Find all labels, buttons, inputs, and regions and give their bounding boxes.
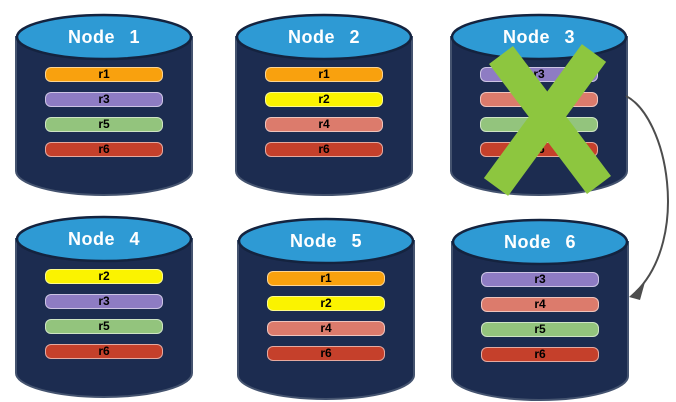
node-title: Node 3	[502, 27, 575, 47]
node-title: Node 1	[67, 27, 140, 47]
database-node-6: Node 6 r3 r4 r5 r6	[450, 215, 630, 401]
node-title: Node 6	[503, 232, 576, 252]
replica-bar: r4	[481, 297, 599, 312]
replica-bar: r2	[45, 269, 163, 284]
replica-label: r3	[533, 67, 545, 81]
replica-bar: r4	[480, 92, 598, 107]
replica-bar: r1	[267, 271, 385, 286]
replica-list: r3 r4 r5 r6	[480, 67, 598, 157]
replica-label: r5	[98, 319, 110, 333]
replica-bar: r1	[265, 67, 383, 82]
replica-label: r5	[534, 322, 546, 336]
node-title: Node 4	[67, 229, 140, 249]
replica-bar: r5	[45, 319, 163, 334]
failover-arrow-head	[629, 282, 645, 300]
replica-label: r3	[534, 272, 546, 286]
replica-bar: r6	[480, 142, 598, 157]
replica-bar: r3	[45, 92, 163, 107]
replica-label: r4	[534, 297, 546, 311]
replica-list: r1 r2 r4 r6	[267, 271, 385, 361]
replica-label: r2	[98, 269, 110, 283]
replica-label: r4	[533, 92, 545, 106]
replica-label: r6	[98, 142, 110, 156]
replica-bar: r6	[45, 142, 163, 157]
replica-list: r1 r3 r5 r6	[45, 67, 163, 157]
database-node-5: Node 5 r1 r2 r4 r6	[236, 214, 416, 400]
replica-bar: r2	[267, 296, 385, 311]
replica-bar: r4	[265, 117, 383, 132]
replica-bar: r3	[45, 294, 163, 309]
replica-bar: r4	[267, 321, 385, 336]
replica-bar: r6	[265, 142, 383, 157]
replica-label: r1	[320, 271, 332, 285]
replica-label: r4	[320, 321, 332, 335]
replica-bar: r5	[45, 117, 163, 132]
replica-bar: r6	[267, 346, 385, 361]
replica-label: r5	[533, 117, 545, 131]
replica-label: r6	[533, 142, 545, 156]
database-node-1: Node 1 r1 r3 r5 r6	[14, 10, 194, 196]
replica-bar: r2	[265, 92, 383, 107]
database-node-2: Node 2 r1 r2 r4 r6	[234, 10, 414, 196]
replica-label: r3	[98, 294, 110, 308]
replica-bar: r6	[481, 347, 599, 362]
replica-label: r6	[98, 344, 110, 358]
replica-label: r1	[98, 67, 110, 81]
replica-bar: r3	[480, 67, 598, 82]
node-title: Node 2	[287, 27, 360, 47]
replica-label: r2	[318, 92, 330, 106]
node-title: Node 5	[289, 231, 362, 251]
replica-label: r4	[318, 117, 330, 131]
replica-bar: r1	[45, 67, 163, 82]
replica-list: r2 r3 r5 r6	[45, 269, 163, 359]
replica-label: r5	[98, 117, 110, 131]
replica-label: r6	[534, 347, 546, 361]
replica-label: r3	[98, 92, 110, 106]
replica-label: r6	[318, 142, 330, 156]
replica-bar: r5	[480, 117, 598, 132]
replica-list: r1 r2 r4 r6	[265, 67, 383, 157]
replica-bar: r3	[481, 272, 599, 287]
replica-list: r3 r4 r5 r6	[481, 272, 599, 362]
replica-label: r6	[320, 346, 332, 360]
database-node-4: Node 4 r2 r3 r5 r6	[14, 212, 194, 398]
replica-label: r1	[318, 67, 330, 81]
database-node-3: Node 3 r3 r4 r5 r6	[449, 10, 629, 196]
replica-label: r2	[320, 296, 332, 310]
failover-arrow-path	[625, 95, 669, 293]
replica-bar: r5	[481, 322, 599, 337]
replica-bar: r6	[45, 344, 163, 359]
